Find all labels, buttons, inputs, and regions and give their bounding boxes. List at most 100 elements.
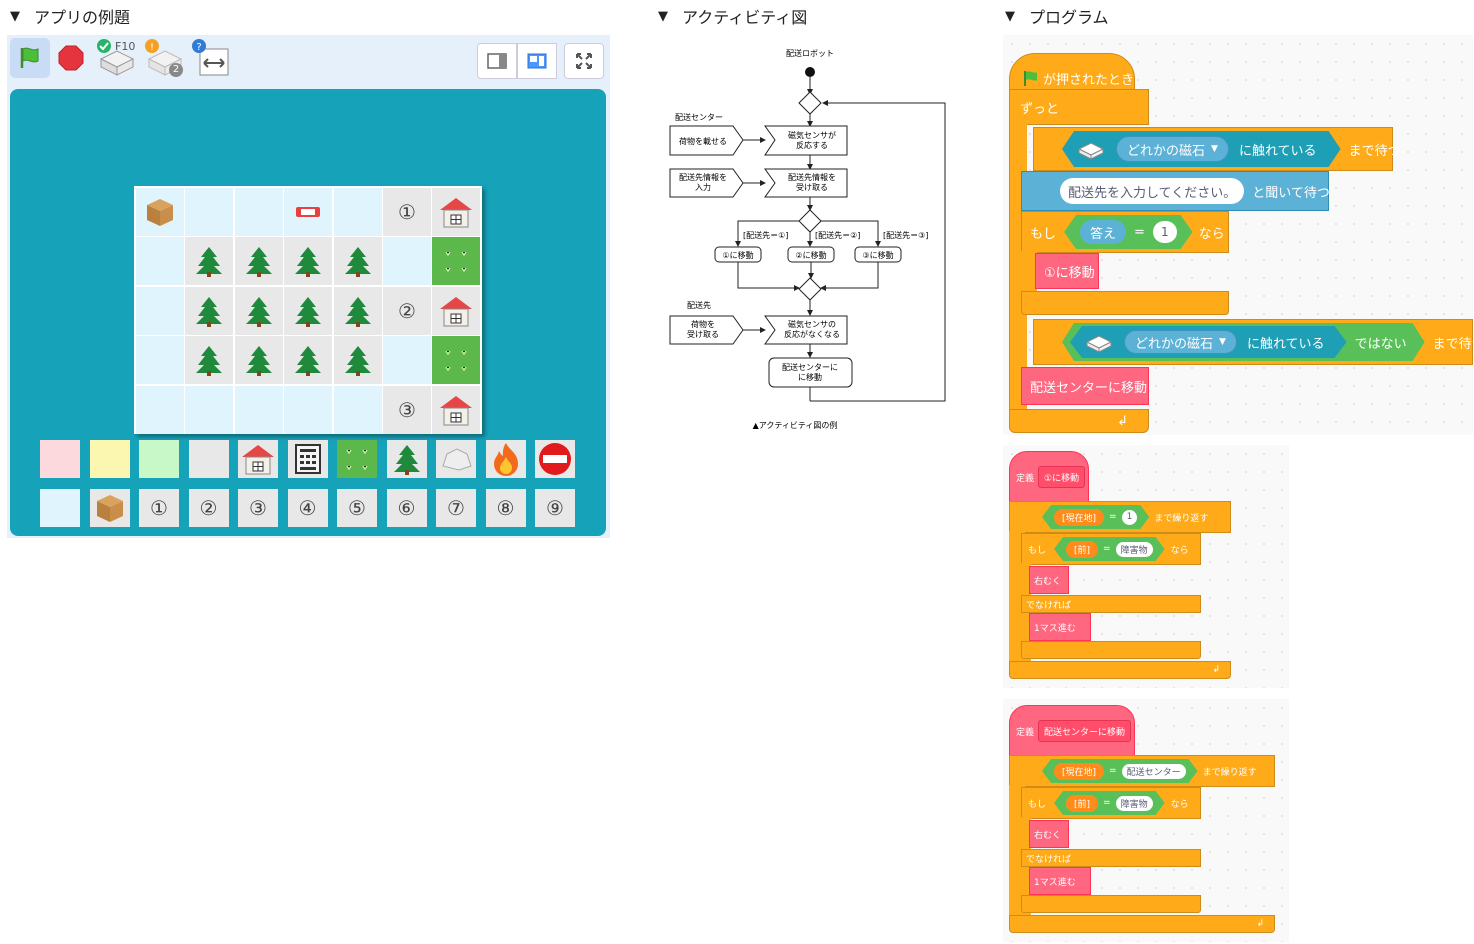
- palette-number-tile[interactable]: ⑧: [485, 489, 526, 527]
- empty-cell: [383, 336, 431, 385]
- device-connected-button[interactable]: F10: [95, 37, 139, 79]
- palette-number-tile[interactable]: ⑦: [436, 489, 476, 527]
- magnet-icon: [284, 188, 333, 236]
- palette-green-tile[interactable]: [139, 440, 179, 478]
- equals-operator[interactable]: [前] = 障害物: [1054, 537, 1165, 561]
- if-label: もし: [1028, 545, 1047, 556]
- else-label: でなければ: [1026, 854, 1072, 865]
- collapse-triangle-icon[interactable]: ▼: [10, 8, 20, 24]
- section-title: アクティビティ図: [682, 8, 808, 27]
- magnet-dropdown-2[interactable]: どれかの磁石 ▼: [1124, 330, 1237, 354]
- palette-number-tile[interactable]: ②: [188, 489, 229, 527]
- if-else-block[interactable]: もし [前] = 障害物 なら: [1021, 533, 1201, 565]
- collapse-triangle-icon[interactable]: ▼: [1005, 8, 1015, 24]
- normal-stage-button[interactable]: [517, 43, 557, 79]
- step-forward-block[interactable]: 1マス進む: [1029, 867, 1091, 895]
- destination-number: ②: [398, 298, 416, 323]
- palette-rock-icon[interactable]: [436, 440, 476, 478]
- forever-block[interactable]: ずっと: [1009, 89, 1149, 125]
- palette-house-icon[interactable]: [238, 440, 278, 478]
- ask-text-input[interactable]: 配送先を入力してください。: [1060, 178, 1245, 204]
- custom-block-prototype[interactable]: 配送センターに移動: [1038, 720, 1132, 742]
- palette-package-icon[interactable]: [89, 489, 130, 527]
- palette-yellow-tile[interactable]: [89, 440, 130, 478]
- device-warning-button[interactable]: ! 2: [143, 37, 187, 79]
- front-reporter[interactable]: [前]: [1066, 795, 1098, 812]
- define-hat-block[interactable]: 定義 配送センターに移動: [1009, 705, 1135, 757]
- stop-button[interactable]: [54, 41, 88, 75]
- define-move-center-script[interactable]: 定義 配送センターに移動 [現在地] = 配送センター まで繰り返す もし [前…: [1003, 699, 1289, 942]
- current-location-reporter[interactable]: [現在地]: [1054, 509, 1104, 526]
- repeat-until-block[interactable]: [現在地] = 配送センター まで繰り返す: [1009, 755, 1275, 787]
- define-move1-script[interactable]: 定義 ①に移動 [現在地] = 1 まで繰り返す もし [前] = 障害物 なら…: [1003, 445, 1289, 688]
- center-input[interactable]: 配送センター: [1122, 764, 1186, 779]
- repeat-until-block[interactable]: [現在地] = 1 まで繰り返す: [1009, 501, 1231, 533]
- palette-pink-tile[interactable]: [40, 440, 80, 478]
- if-else-block[interactable]: もし [前] = 障害物 なら: [1021, 787, 1201, 819]
- if-block[interactable]: もし 答え = 1 なら: [1021, 211, 1229, 253]
- value-input[interactable]: 1: [1122, 510, 1138, 525]
- ask-and-wait-block[interactable]: 配送先を入力してください。 と聞いて待つ: [1021, 171, 1330, 211]
- define-hat-block[interactable]: 定義 ①に移動: [1009, 451, 1089, 503]
- palette-grey-tile[interactable]: [188, 440, 229, 478]
- palette-number-tile[interactable]: ⑨: [535, 489, 575, 527]
- not-operator[interactable]: どれかの磁石 ▼ に触れている ではない: [1062, 323, 1425, 361]
- palette-fire-icon[interactable]: [485, 440, 526, 478]
- collapse-triangle-icon[interactable]: ▼: [658, 8, 668, 24]
- help-swap-button[interactable]: ?: [190, 37, 234, 79]
- palette-number-tile[interactable]: ③: [238, 489, 278, 527]
- palette-sky-tile[interactable]: [40, 489, 80, 527]
- palette-number-tile[interactable]: ④: [287, 489, 328, 527]
- value-input[interactable]: 1: [1153, 221, 1177, 243]
- touching-predicate-2[interactable]: どれかの磁石 ▼ に触れている: [1070, 326, 1347, 358]
- tree-icon: [234, 286, 283, 335]
- current-location-reporter[interactable]: [現在地]: [1054, 763, 1104, 780]
- palette-number-tile[interactable]: ⑤: [337, 489, 377, 527]
- signal-take-text: 荷物を受け取る: [687, 319, 719, 339]
- small-stage-button[interactable]: [477, 43, 517, 79]
- call-move1-block[interactable]: ①に移動: [1035, 253, 1099, 289]
- custom-block-name: ①に移動: [1044, 473, 1080, 484]
- palette-tree-icon[interactable]: [386, 440, 427, 478]
- fullscreen-button[interactable]: [564, 43, 604, 79]
- turn-right-block[interactable]: 右むく: [1029, 566, 1069, 594]
- wait-until-block[interactable]: どれかの磁石 ▼ に触れている まで待つ: [1033, 127, 1401, 171]
- then-label: なら: [1170, 545, 1189, 556]
- green-flag-icon: [20, 47, 39, 68]
- green-flag-button[interactable]: [10, 38, 50, 78]
- program-canvas[interactable]: が押されたとき ずっと ↲ どれかの磁石 ▼ に触れている まで待つ 配送先を入…: [1003, 35, 1474, 435]
- equals-sign: =: [1103, 544, 1111, 554]
- step-forward-block[interactable]: 1マス進む: [1029, 613, 1091, 641]
- if-footer: [1021, 895, 1201, 913]
- answer-reporter[interactable]: 答え: [1080, 220, 1126, 244]
- obstacle-input[interactable]: 障害物: [1116, 796, 1153, 811]
- magnet-dropdown-value: どれかの磁石: [1135, 336, 1214, 352]
- diagram-title: 配送ロボット: [786, 48, 834, 58]
- magnet-dropdown[interactable]: どれかの磁石 ▼: [1116, 136, 1229, 162]
- palette-no-entry-icon[interactable]: [535, 440, 575, 478]
- palette-number-tile[interactable]: ⑥: [386, 489, 427, 527]
- front-reporter[interactable]: [前]: [1066, 541, 1098, 558]
- obstacle-input[interactable]: 障害物: [1116, 542, 1153, 557]
- equals-operator[interactable]: [前] = 障害物: [1054, 791, 1165, 815]
- palette-station-icon[interactable]: [287, 440, 328, 478]
- custom-block-prototype[interactable]: ①に移動: [1038, 466, 1086, 488]
- palette-number-label: ①: [150, 496, 168, 520]
- equals-operator[interactable]: [現在地] = 配送センター: [1042, 759, 1198, 783]
- palette-grass-icon[interactable]: [337, 440, 377, 478]
- turn-right-block[interactable]: 右むく: [1029, 820, 1069, 848]
- palette-number-label: ⑤: [348, 496, 366, 520]
- equals-operator[interactable]: [現在地] = 1: [1042, 505, 1149, 529]
- equals-operator[interactable]: 答え = 1: [1064, 215, 1193, 249]
- palette-number-label: ③: [249, 496, 267, 520]
- palette-number-tile[interactable]: ①: [139, 489, 179, 527]
- touching-predicate[interactable]: どれかの磁石 ▼ に触れている: [1062, 131, 1341, 167]
- merge-node: [798, 91, 822, 115]
- call-move-center-block[interactable]: 配送センターに移動: [1021, 367, 1149, 405]
- loop-arrow-icon: ↲: [1212, 665, 1220, 675]
- hat-block-when-flag-clicked[interactable]: が押されたとき: [1009, 53, 1135, 91]
- wait-until-not-block[interactable]: どれかの磁石 ▼ に触れている ではない まで待つ: [1033, 319, 1474, 365]
- palette-number-label: ②: [199, 496, 218, 520]
